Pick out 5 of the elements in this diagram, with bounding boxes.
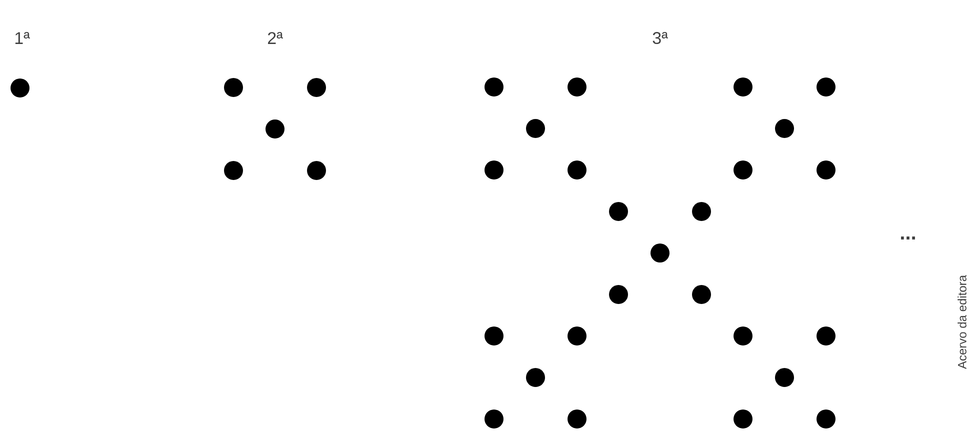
- figure-number: 1ª: [15, 32, 30, 44]
- ellipsis: ...: [901, 236, 915, 240]
- figure-number: 2ª: [268, 32, 283, 44]
- figure-number: 3ª: [652, 32, 668, 44]
- credit-text: Acervo da editora: [958, 275, 966, 369]
